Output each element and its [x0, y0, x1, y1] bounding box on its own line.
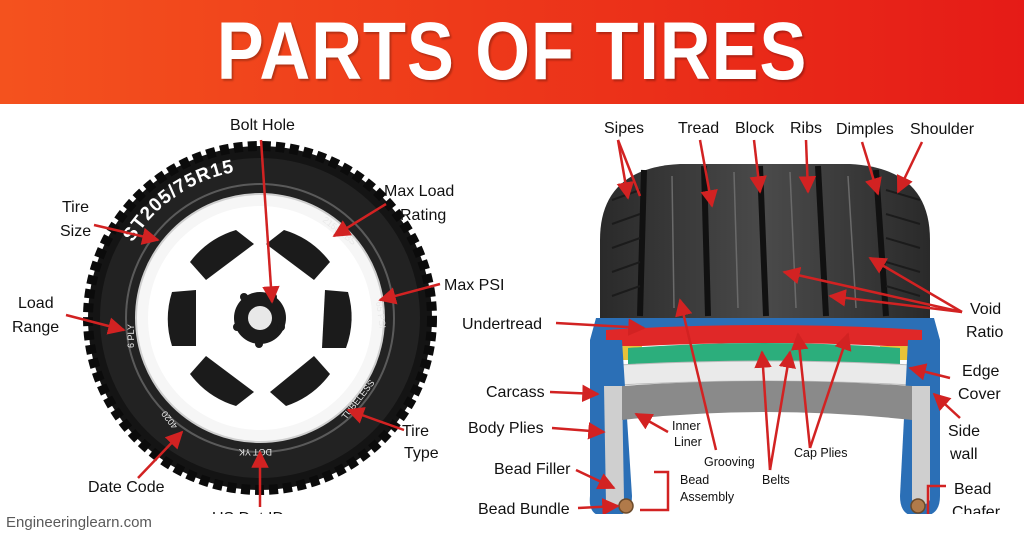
label-void-line1: Void	[970, 301, 1001, 318]
label-inner-line1: Inner	[672, 419, 701, 433]
label-tire-type-line1: Tire	[402, 423, 429, 440]
label-tire-size-line2: Size	[60, 223, 91, 240]
label-bead-bundle: Bead Bundle	[478, 501, 570, 514]
label-tire-size-line1: Tire	[62, 199, 89, 216]
label-tread: Tread	[678, 120, 719, 137]
label-max-load-line1: Max Load	[384, 183, 454, 200]
sidewall-dot-text: DOT YK	[239, 447, 272, 457]
label-bead-assembly-line1: Bead	[680, 473, 709, 487]
label-inner-line2: Liner	[674, 435, 702, 449]
label-load-range-line2: Range	[12, 319, 59, 336]
wheel-labels: Bolt Hole Tire Size Max Load Rating Max …	[12, 117, 504, 514]
label-us-dot-id: US Dot ID	[212, 510, 284, 514]
label-bead-assembly-line2: Assembly	[680, 490, 735, 504]
label-side-line2: wall	[949, 446, 978, 463]
label-max-psi: Max PSI	[444, 277, 504, 294]
label-belts: Belts	[762, 473, 790, 487]
label-load-range-line1: Load	[18, 295, 54, 312]
tire-diagram: ST205/75R15 2150 LBS 65 PSI 6 PLY TUBELE…	[12, 117, 1003, 514]
bead-bundle-right	[910, 498, 926, 514]
tread-highlights	[671, 171, 857, 309]
label-cap-plies: Cap Plies	[794, 446, 848, 460]
section-labels: Sipes Tread Block Ribs Dimples Shoulder …	[462, 120, 1003, 514]
inner-liner-fill	[622, 381, 912, 420]
label-block: Block	[735, 120, 775, 137]
label-ribs: Ribs	[790, 120, 822, 137]
label-dimples: Dimples	[836, 121, 894, 138]
site-credit: Engineeringlearn.com	[6, 514, 152, 531]
label-edge-line1: Edge	[962, 363, 999, 380]
label-tire-type-line2: Type	[404, 445, 439, 462]
label-date-code: Date Code	[88, 479, 165, 496]
wheel-illustration: ST205/75R15 2150 LBS 65 PSI 6 PLY TUBELE…	[83, 141, 437, 495]
label-bead-chafer-line2: Chafer	[952, 504, 1001, 514]
label-max-load-line2: Rating	[400, 207, 446, 224]
label-bead-chafer-line1: Bead	[954, 481, 991, 498]
sidewall-ply-text: 6 PLY	[126, 324, 136, 348]
wheel-callouts	[65, 139, 441, 507]
sidewall-psi-text: 65 PSI	[374, 301, 388, 329]
section-callouts	[549, 139, 963, 514]
label-bead-filler: Bead Filler	[494, 461, 571, 478]
label-bolt-hole: Bolt Hole	[230, 117, 295, 134]
label-void-line2: Ratio	[966, 324, 1003, 341]
label-grooving: Grooving	[704, 455, 755, 469]
tire-section-illustration	[589, 164, 940, 514]
label-body-plies: Body Plies	[468, 420, 544, 437]
label-side-line1: Side	[948, 423, 980, 440]
hub-center	[248, 306, 272, 330]
label-edge-line2: Cover	[958, 386, 1001, 403]
title-banner	[0, 0, 1024, 104]
label-sipes: Sipes	[604, 120, 644, 137]
bead-bundle-left	[618, 498, 634, 514]
page-title: PARTS OF TIRES	[216, 6, 808, 97]
rim-spokes	[167, 230, 352, 406]
inner-liner-right	[912, 386, 930, 506]
label-carcass: Carcass	[486, 384, 545, 401]
label-shoulder: Shoulder	[910, 121, 975, 138]
label-undertread: Undertread	[462, 316, 542, 333]
